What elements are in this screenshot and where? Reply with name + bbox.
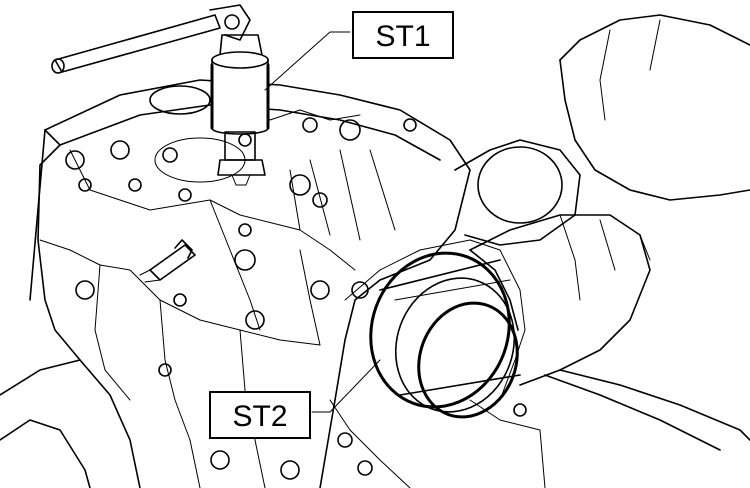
st2-label: ST2 [232,400,287,433]
st1-label: ST1 [375,20,430,53]
technician-hand [469,14,750,451]
st2-leader [311,359,381,413]
oil-seal-ring [369,251,521,419]
st1-callout: ST1 [352,11,454,59]
st1-leader [264,31,351,91]
st2-callout: ST2 [209,391,311,439]
socket-wrench-tool [51,4,270,186]
